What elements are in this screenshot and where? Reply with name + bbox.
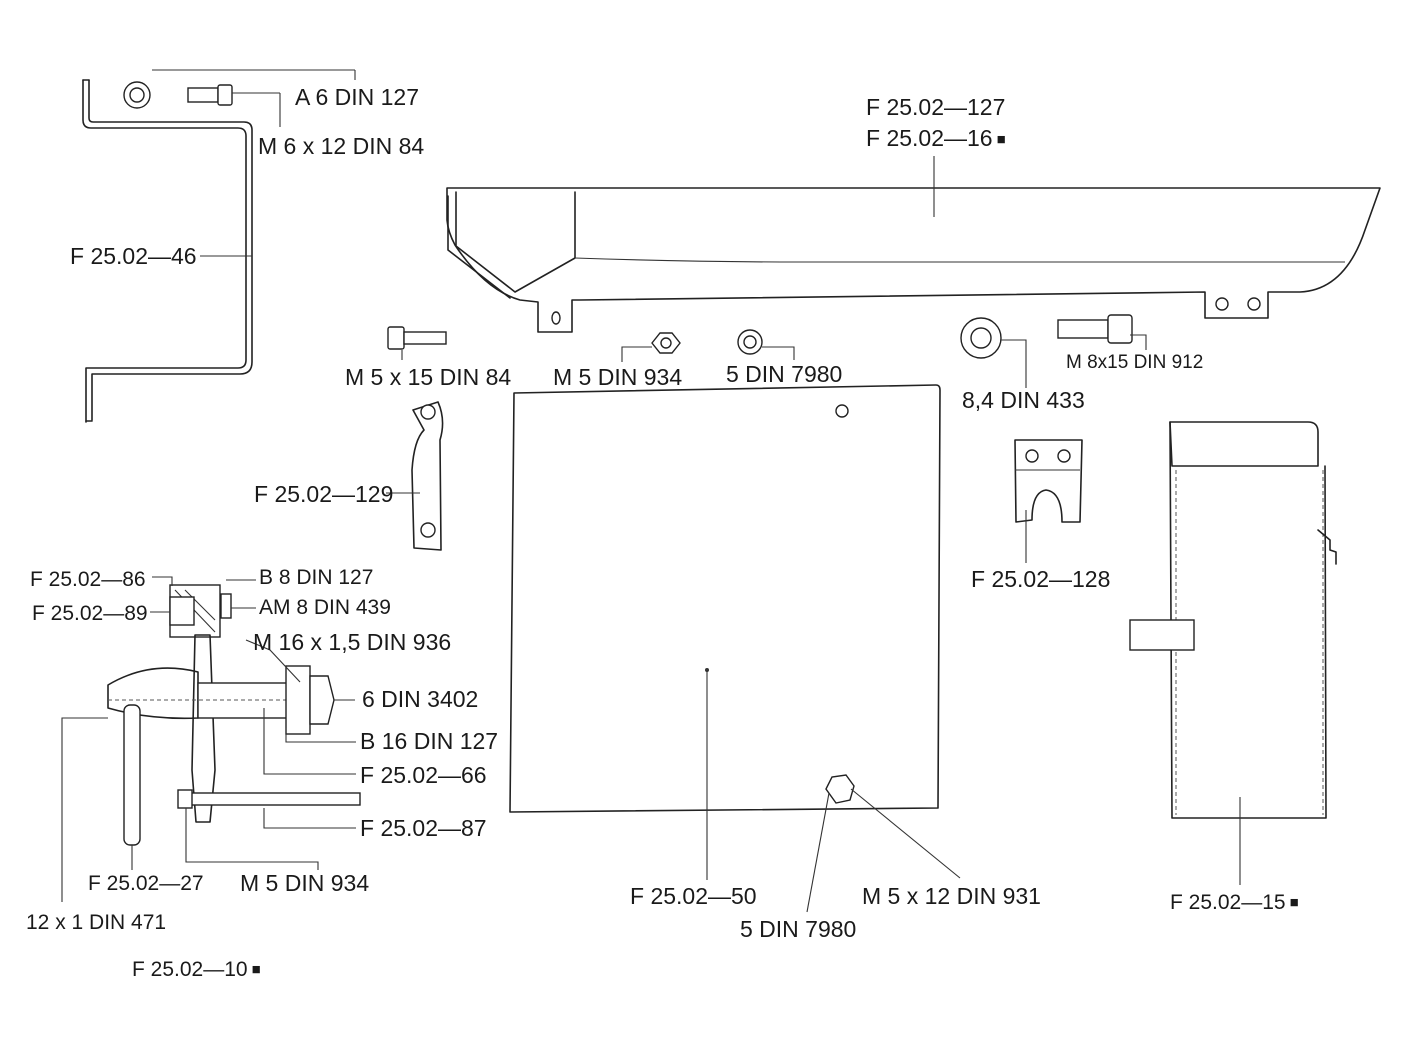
label-12x1-din471: 12 x 1 DIN 471 bbox=[26, 911, 167, 934]
label-f-25-02-86: F 25.02—86 bbox=[30, 568, 146, 591]
lever-assembly bbox=[107, 584, 361, 846]
label-5-din7980-bottom: 5 DIN 7980 bbox=[740, 916, 857, 942]
screw-m5x15 bbox=[387, 326, 447, 350]
label-f-25-02-16: F 25.02—16■ bbox=[866, 125, 1006, 151]
label-f-25-02-129: F 25.02—129 bbox=[254, 481, 394, 507]
screw-m6x12 bbox=[187, 84, 233, 106]
clip-plate bbox=[1014, 439, 1083, 523]
hex-nut-m5-top bbox=[651, 332, 681, 354]
label-f-25-02-89: F 25.02—89 bbox=[32, 602, 148, 625]
label-m16-din936: M 16 x 1,5 DIN 936 bbox=[253, 629, 452, 655]
socket-screw-m8x15 bbox=[1057, 314, 1133, 344]
label-a6-din127: A 6 DIN 127 bbox=[295, 84, 420, 110]
label-m5-din934-bottom: M 5 DIN 934 bbox=[240, 870, 370, 896]
label-m6x12-din84: M 6 x 12 DIN 84 bbox=[258, 133, 425, 159]
label-8-4-din433: 8,4 DIN 433 bbox=[962, 387, 1085, 413]
label-f-25-02-10: F 25.02—10■ bbox=[132, 958, 261, 981]
upright-box bbox=[1129, 421, 1337, 819]
label-m5x15-din84: M 5 x 15 DIN 84 bbox=[345, 364, 512, 390]
marker-square-icon: ■ bbox=[1289, 894, 1299, 911]
cover-plate bbox=[509, 384, 941, 813]
bent-rod-bracket bbox=[82, 79, 253, 423]
label-f-25-02-128: F 25.02—128 bbox=[971, 566, 1111, 592]
twisted-bracket bbox=[411, 401, 444, 551]
label-f-25-02-87: F 25.02—87 bbox=[360, 815, 487, 841]
label-m8x15-din912: M 8x15 DIN 912 bbox=[1066, 352, 1204, 373]
label-m5-din934-top: M 5 DIN 934 bbox=[553, 364, 683, 390]
washer-8-4 bbox=[960, 317, 1002, 359]
label-f-25-02-46: F 25.02—46 bbox=[70, 243, 197, 269]
label-f-25-02-127: F 25.02—127 bbox=[866, 94, 1006, 120]
trough-housing bbox=[446, 187, 1381, 333]
marker-square-icon: ■ bbox=[251, 961, 261, 978]
label-f-25-02-50: F 25.02—50 bbox=[630, 883, 757, 909]
washer-5-top bbox=[737, 329, 763, 355]
marker-square-icon: ■ bbox=[996, 131, 1006, 148]
label-b8-din127: B 8 DIN 127 bbox=[259, 566, 374, 589]
label-f-25-02-15: F 25.02—15■ bbox=[1170, 891, 1299, 914]
label-6-din3402: 6 DIN 3402 bbox=[362, 686, 479, 712]
spring-washer-a6 bbox=[123, 81, 151, 109]
label-b16-din127: B 16 DIN 127 bbox=[360, 728, 499, 754]
label-am8-din439: AM 8 DIN 439 bbox=[259, 596, 391, 619]
label-m5x12-din931: M 5 x 12 DIN 931 bbox=[862, 883, 1041, 909]
label-f-25-02-66: F 25.02—66 bbox=[360, 762, 487, 788]
label-5-din7980-top: 5 DIN 7980 bbox=[726, 361, 843, 387]
label-f-25-02-27: F 25.02—27 bbox=[88, 872, 204, 895]
